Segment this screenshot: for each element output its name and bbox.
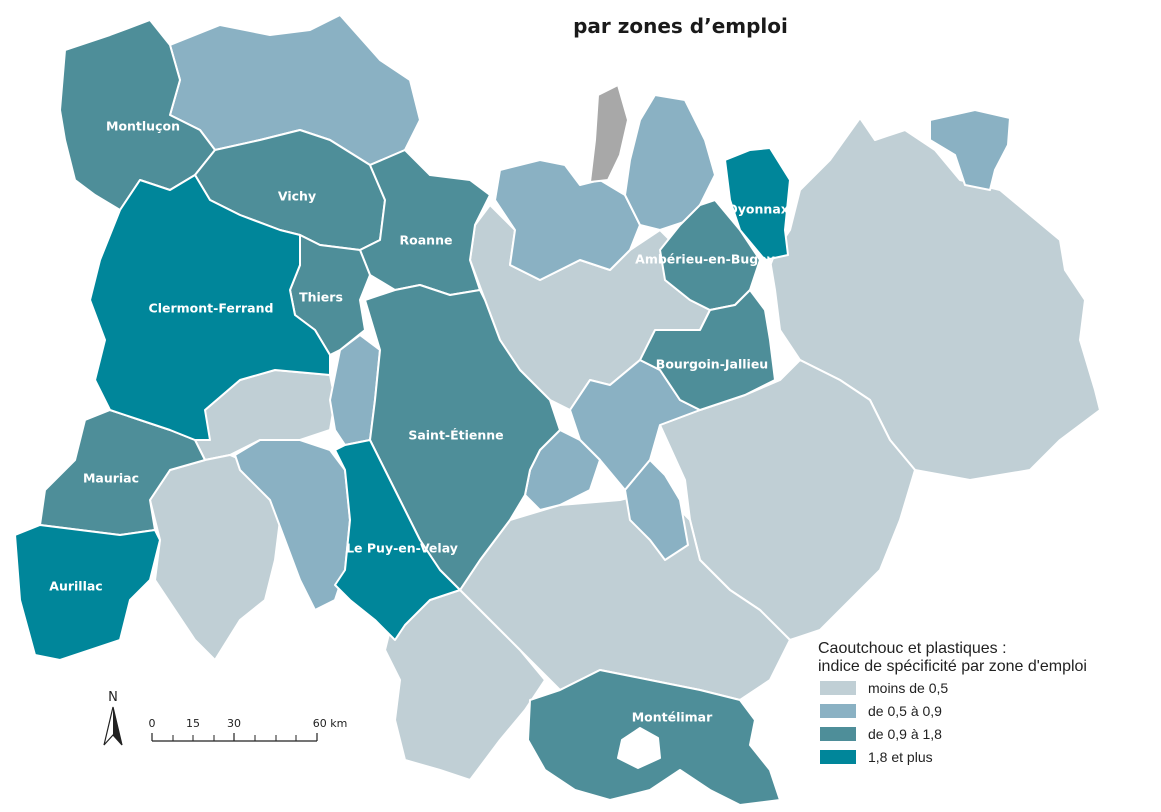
legend-swatch — [820, 726, 856, 741]
scale-tick-60km: 60 km — [313, 717, 348, 730]
legend-swatch — [820, 703, 856, 718]
zone-label-roanne: Roanne — [400, 233, 453, 248]
zone-label-saint-etienne: Saint-Étienne — [408, 428, 503, 443]
legend-title-line2: indice de spécificité par zone d'emploi — [818, 658, 1087, 675]
legend-item-label: de 0,5 à 0,9 — [868, 702, 942, 719]
zone-macon[interactable] — [589, 84, 629, 183]
zone-tournon[interactable] — [624, 459, 689, 561]
north-arrow-label: N — [108, 690, 118, 705]
legend-item: moins de 0,5 — [820, 676, 1158, 699]
zone-label-mauriac: Mauriac — [83, 471, 139, 486]
legend-item-label: 1,8 et plus — [868, 748, 933, 765]
legend-swatch — [820, 749, 856, 764]
zone-label-montlucon: Montluçon — [106, 119, 180, 134]
north-arrow: N — [103, 690, 123, 746]
legend: Caoutchouc et plastiques : indice de spé… — [818, 640, 1158, 768]
legend-title: Caoutchouc et plastiques : indice de spé… — [818, 640, 1158, 676]
legend-item: de 0,5 à 0,9 — [820, 699, 1158, 722]
legend-title-line1: Caoutchouc et plastiques : — [818, 640, 1007, 657]
legend-item-label: moins de 0,5 — [868, 679, 949, 696]
zone-alpes-east[interactable] — [769, 117, 1101, 481]
zone-bourgoin[interactable] — [639, 289, 776, 411]
zone-villefranche[interactable] — [494, 159, 641, 281]
zone-le-puy[interactable] — [334, 439, 461, 641]
zone-clermont[interactable] — [89, 174, 331, 441]
zone-label-montelimar: Montélimar — [632, 710, 713, 725]
zone-aubenas[interactable] — [384, 589, 546, 781]
legend-swatch — [820, 680, 856, 695]
zone-label-aurillac: Aurillac — [49, 579, 102, 594]
scale-tick-0: 0 — [149, 717, 156, 730]
scale-tick-15: 15 — [186, 717, 200, 730]
scale-bar: 0 15 30 60 km — [149, 717, 348, 742]
zone-label-clermont: Clermont-Ferrand — [149, 301, 274, 316]
map-title: par zones d’emploi — [573, 14, 788, 38]
zone-montelimar[interactable] — [527, 669, 781, 806]
zone-oyonnax[interactable] — [724, 147, 791, 261]
zone-label-vichy: Vichy — [278, 189, 316, 204]
zone-genevois[interactable] — [929, 109, 1011, 191]
scale-tick-30: 30 — [227, 717, 241, 730]
zone-label-amberieu: Ambérieu-en-Bugey — [635, 252, 775, 267]
zone-aurillac[interactable] — [14, 524, 161, 661]
zone-label-oyonnax: Oyonnax — [727, 202, 789, 217]
zone-label-le-puy: Le Puy-en-Velay — [346, 541, 458, 556]
legend-item-label: de 0,9 à 1,8 — [868, 725, 942, 742]
zone-label-thiers: Thiers — [299, 290, 343, 305]
legend-item: de 0,9 à 1,8 — [820, 722, 1158, 745]
zone-label-bourgoin: Bourgoin-Jallieu — [656, 357, 768, 372]
legend-item: 1,8 et plus — [820, 745, 1158, 768]
